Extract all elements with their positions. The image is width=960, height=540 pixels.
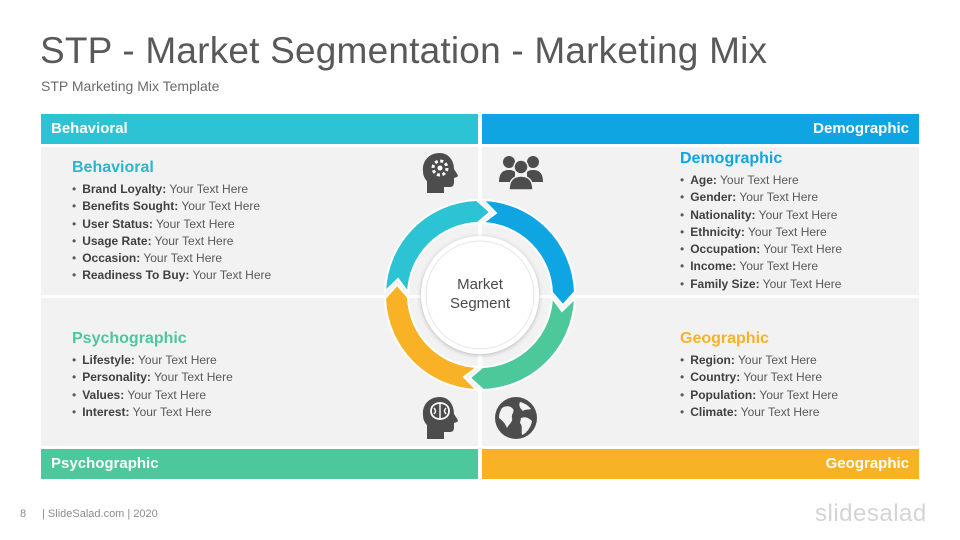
demographic-segment xyxy=(479,198,576,307)
list-item: Gender: Your Text Here xyxy=(680,189,842,206)
list-item-value: Your Text Here xyxy=(736,190,819,205)
list-item: Occasion: Your Text Here xyxy=(72,250,271,267)
list-item-value: Your Text Here xyxy=(134,353,217,367)
list-item: Age: Your Text Here xyxy=(680,172,842,189)
demographic-header-bar: Demographic xyxy=(482,114,919,144)
list-item-value: Your Text Here xyxy=(756,387,839,402)
behavioral-segment xyxy=(383,199,492,296)
list-item-label: Ethnicity: xyxy=(690,224,745,239)
demographic-list: Age: Your Text HereGender: Your Text Her… xyxy=(680,172,842,293)
list-item-value: Your Text Here xyxy=(716,173,799,187)
list-item-label: User Status: xyxy=(82,216,153,231)
list-item-value: Your Text Here xyxy=(760,242,843,257)
geographic-segment xyxy=(384,283,481,392)
list-item-value: Your Text Here xyxy=(189,268,272,283)
list-item-value: Your Text Here xyxy=(150,370,233,385)
list-item: Nationality: Your Text Here xyxy=(680,207,842,224)
list-item: Interest: Your Text Here xyxy=(72,404,233,421)
list-item-value: Your Text Here xyxy=(736,259,819,274)
list-item-label: Personality: xyxy=(82,370,151,385)
psychographic-list: Lifestyle: Your Text HerePersonality: Yo… xyxy=(72,352,233,421)
behavioral-header-bar: Behavioral xyxy=(41,114,478,144)
list-item-value: Your Text Here xyxy=(140,251,223,266)
list-item-value: Your Text Here xyxy=(755,207,838,222)
list-item-label: Family Size: xyxy=(690,276,760,291)
demographic-block: Demographic Age: Your Text HereGender: Y… xyxy=(680,150,842,293)
center-label-line1: Market xyxy=(457,276,503,293)
list-item: Lifestyle: Your Text Here xyxy=(72,352,233,369)
list-item-value: Your Text Here xyxy=(744,224,827,239)
behavioral-list: Brand Loyalty: Your Text HereBenefits So… xyxy=(72,181,271,285)
list-item: Ethnicity: Your Text Here xyxy=(680,224,842,241)
list-item: Usage Rate: Your Text Here xyxy=(72,233,271,250)
list-item-value: Your Text Here xyxy=(152,216,235,231)
slide-title: STP - Market Segmentation - Marketing Mi… xyxy=(40,30,768,71)
list-item-value: Your Text Here xyxy=(166,182,249,196)
list-item-label: Interest: xyxy=(82,404,130,419)
list-item: Population: Your Text Here xyxy=(680,387,838,404)
behavioral-block: Behavioral Brand Loyalty: Your Text Here… xyxy=(72,159,271,285)
psychographic-block: Psychographic Lifestyle: Your Text HereP… xyxy=(72,330,233,421)
psychographic-ring-segment xyxy=(468,294,577,391)
list-item: Family Size: Your Text Here xyxy=(680,276,842,293)
list-item: Readiness To Buy: Your Text Here xyxy=(72,267,271,284)
geographic-block: Geographic Region: Your Text HereCountry… xyxy=(680,330,838,421)
list-item-value: Your Text Here xyxy=(124,387,207,402)
list-item-label: Brand Loyalty: xyxy=(82,182,167,196)
behavioral-heading: Behavioral xyxy=(72,159,154,176)
footer-text: | SlideSalad.com | 2020 xyxy=(42,508,158,520)
head-gear-icon xyxy=(422,153,458,193)
list-item-value: Your Text Here xyxy=(129,404,212,419)
brand-logo: slidesalad xyxy=(815,500,927,527)
market-segment-label: Market Segment xyxy=(420,275,540,313)
list-item-label: Occasion: xyxy=(82,251,141,266)
list-item: Country: Your Text Here xyxy=(680,369,838,386)
slide-subtitle: STP Marketing Mix Template xyxy=(41,78,220,94)
list-item: User Status: Your Text Here xyxy=(72,216,271,233)
list-item: Values: Your Text Here xyxy=(72,387,233,404)
list-item-label: Age: xyxy=(690,173,717,187)
list-item-label: Occupation: xyxy=(690,242,761,257)
cycle-diagram xyxy=(383,198,577,392)
list-item: Climate: Your Text Here xyxy=(680,404,838,421)
list-item: Personality: Your Text Here xyxy=(72,369,233,386)
list-item-label: Climate: xyxy=(690,404,738,419)
list-item: Region: Your Text Here xyxy=(680,352,838,369)
list-item-value: Your Text Here xyxy=(740,370,823,385)
list-item: Occupation: Your Text Here xyxy=(680,241,842,258)
group-people-icon xyxy=(499,156,543,191)
list-item-value: Your Text Here xyxy=(178,199,261,214)
list-item-value: Your Text Here xyxy=(734,353,817,367)
list-item-label: Lifestyle: xyxy=(82,353,135,367)
geographic-list: Region: Your Text HereCountry: Your Text… xyxy=(680,352,838,421)
list-item-label: Population: xyxy=(690,387,757,402)
list-item-value: Your Text Here xyxy=(759,276,842,291)
list-item: Brand Loyalty: Your Text Here xyxy=(72,181,271,198)
page-number: 8 xyxy=(20,508,27,520)
demographic-heading: Demographic xyxy=(680,150,783,167)
list-item-value: Your Text Here xyxy=(737,404,820,419)
list-item-label: Region: xyxy=(690,353,735,367)
center-label-line2: Segment xyxy=(449,295,511,312)
list-item: Benefits Sought: Your Text Here xyxy=(72,198,271,215)
psychographic-footer-bar: Psychographic xyxy=(41,449,478,479)
list-item-label: Readiness To Buy: xyxy=(82,268,190,283)
list-item: Income: Your Text Here xyxy=(680,258,842,275)
psychographic-heading: Psychographic xyxy=(72,330,187,347)
list-item-label: Values: xyxy=(82,387,125,402)
list-item-label: Benefits Sought: xyxy=(82,199,179,214)
geographic-heading: Geographic xyxy=(680,330,769,347)
head-brain-icon xyxy=(422,397,458,439)
list-item-label: Country: xyxy=(690,370,741,385)
list-item-value: Your Text Here xyxy=(151,233,234,248)
list-item-label: Nationality: xyxy=(690,207,756,222)
list-item-label: Usage Rate: xyxy=(82,233,152,248)
list-item-label: Gender: xyxy=(690,190,737,205)
globe-icon xyxy=(495,397,537,439)
geographic-footer-bar: Geographic xyxy=(482,449,919,479)
list-item-label: Income: xyxy=(690,259,737,274)
